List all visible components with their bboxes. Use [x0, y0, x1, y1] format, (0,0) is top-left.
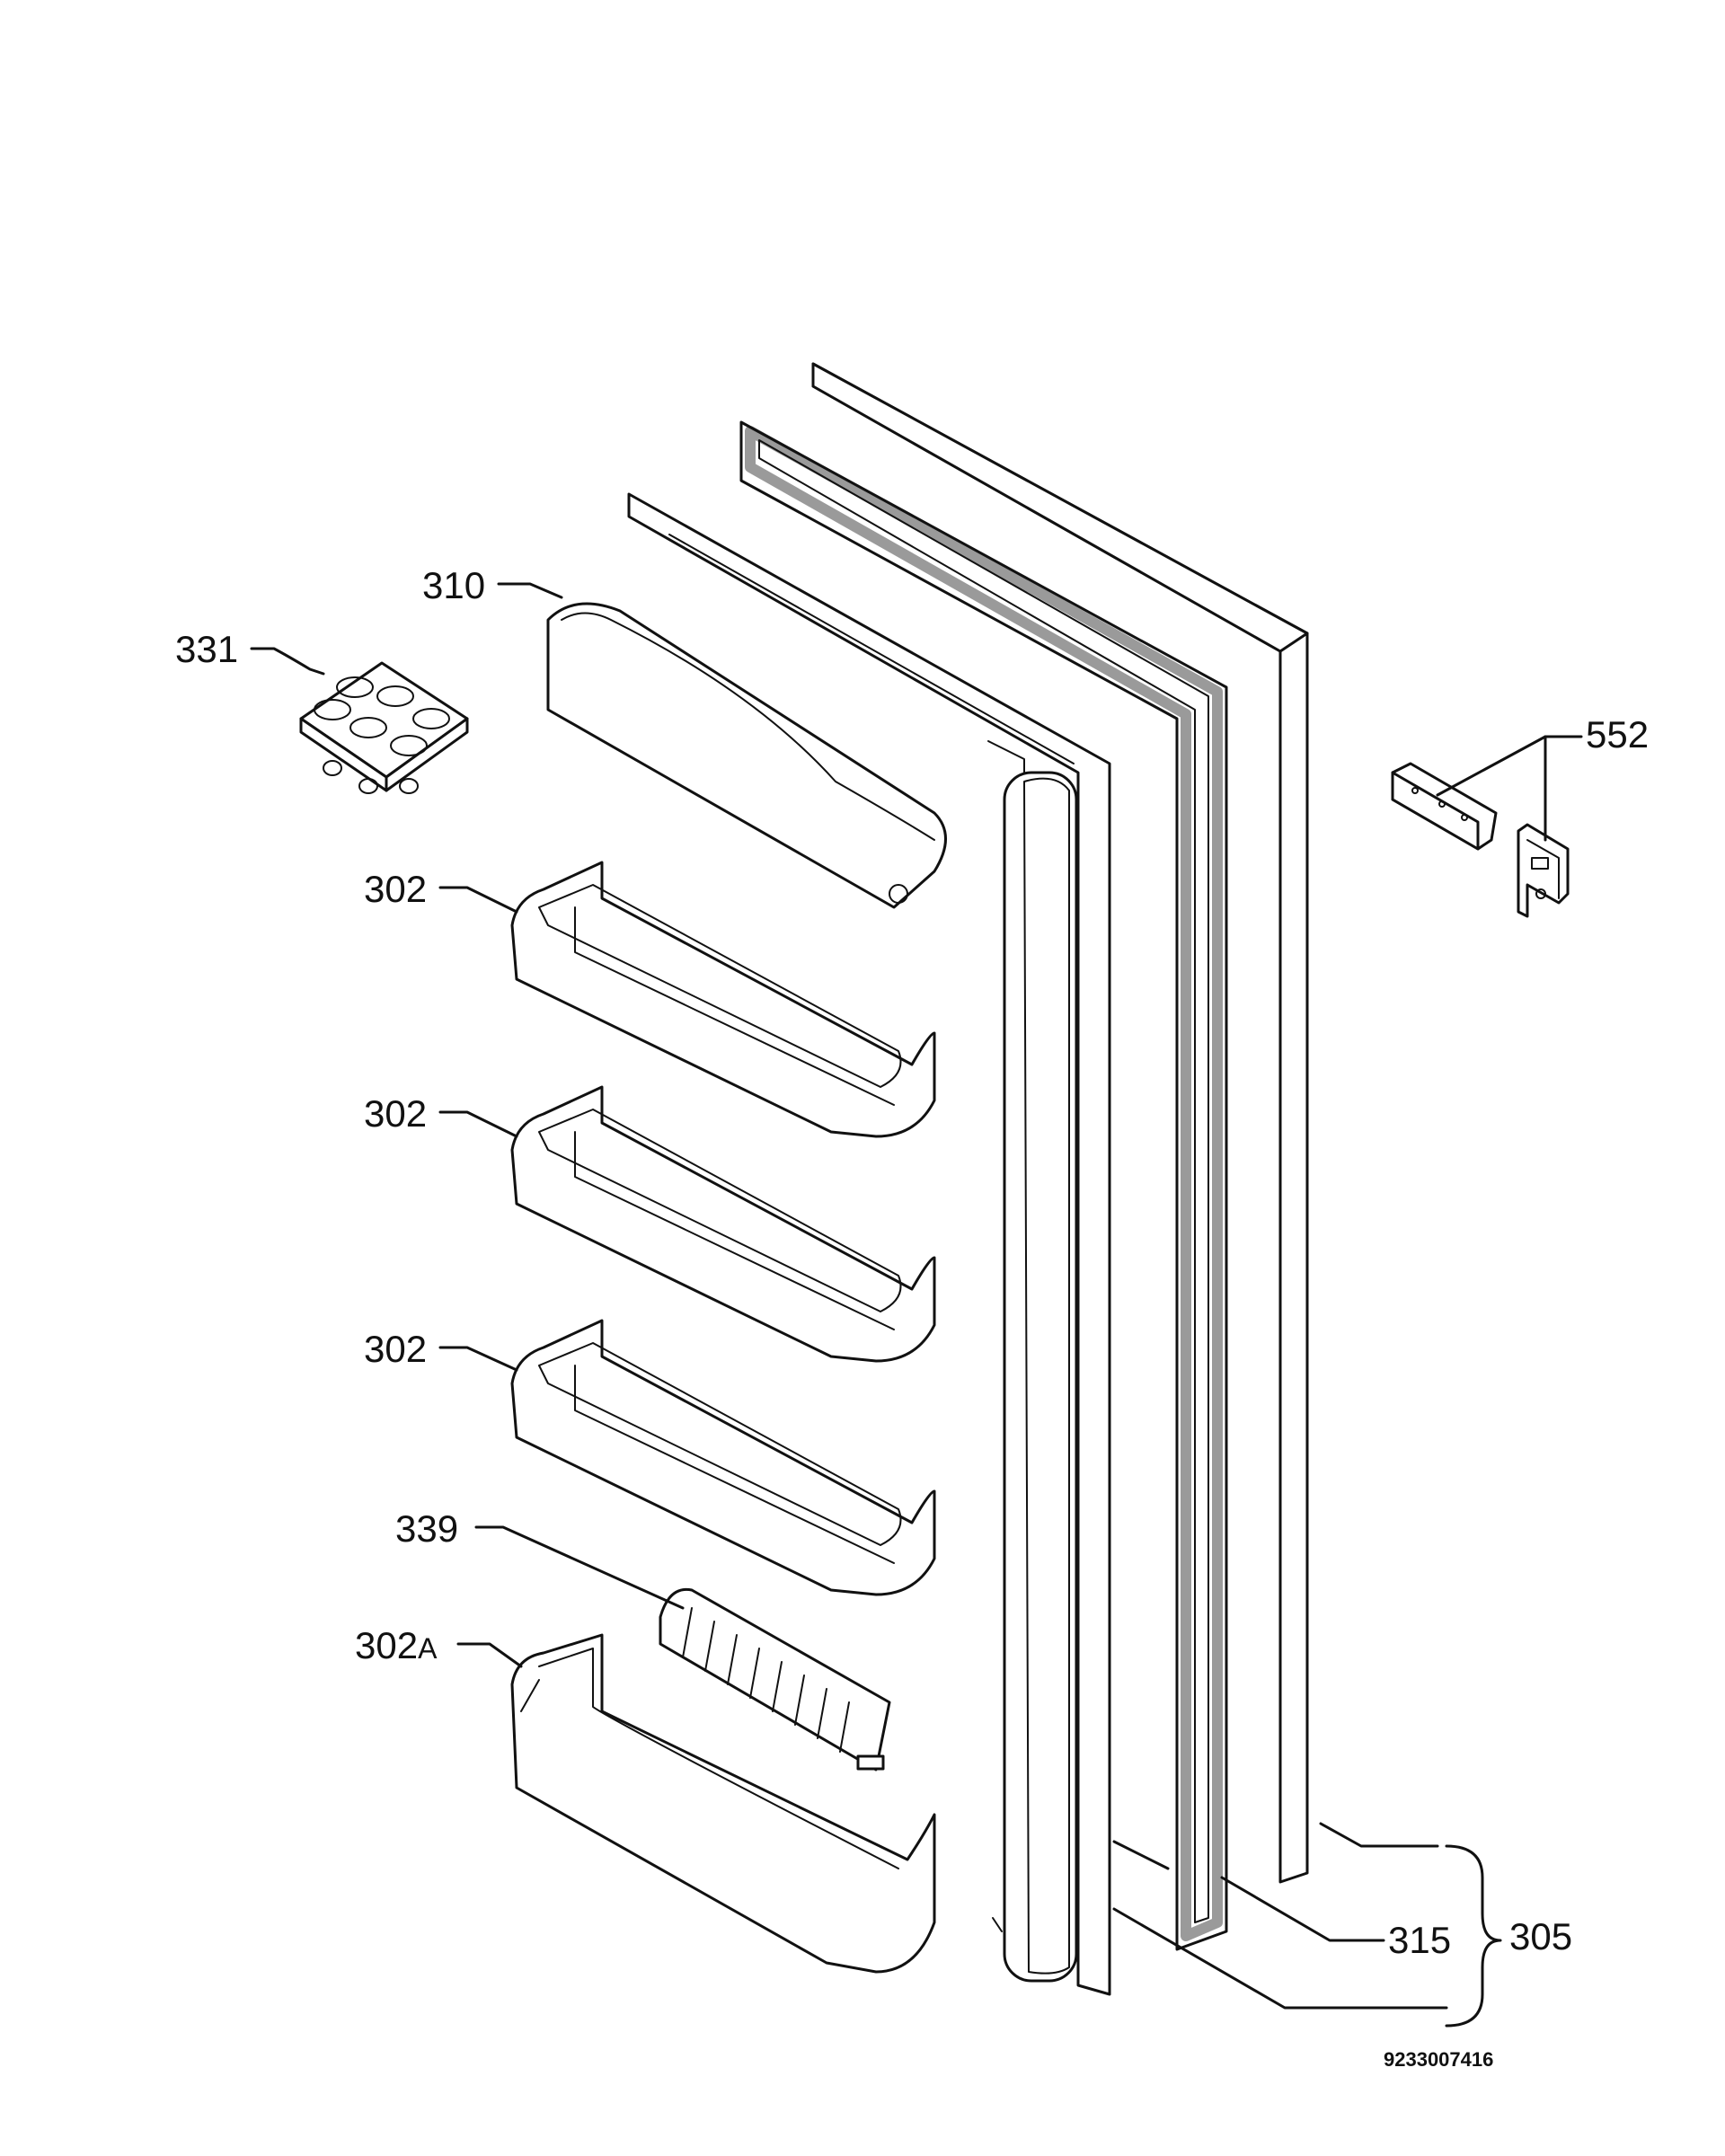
- door-gasket: [739, 420, 1228, 1951]
- door-inner-liner: [627, 492, 1111, 1996]
- label-302-second: 302: [364, 1092, 427, 1135]
- label-302A-suffix: A: [418, 1632, 438, 1665]
- label-305: 305: [1509, 1915, 1572, 1957]
- label-315: 315: [1388, 1919, 1451, 1961]
- label-302-third: 302: [364, 1328, 427, 1370]
- label-310: 310: [422, 564, 485, 606]
- label-331: 331: [175, 628, 238, 670]
- label-552: 552: [1586, 713, 1649, 755]
- drawing-number: 9233007416: [1384, 2048, 1493, 2071]
- door-bin-1: [510, 861, 936, 1138]
- door-bin-3: [510, 1319, 936, 1596]
- label-302A-number: 302: [355, 1624, 418, 1666]
- door-outer-panel: [811, 362, 1309, 1884]
- door-bin-large: [510, 1633, 936, 1974]
- leader-lines: [250, 582, 1583, 2028]
- door-bin-2: [510, 1085, 936, 1363]
- label-302-first: 302: [364, 868, 427, 910]
- dairy-compartment: [546, 602, 947, 909]
- label-302A: 302A: [355, 1624, 438, 1666]
- bottle-retainer: [659, 1587, 891, 1772]
- egg-tray: [299, 661, 469, 794]
- hinge-bracket-plate: [1391, 762, 1498, 851]
- label-339: 339: [395, 1507, 458, 1550]
- hinge-bracket-clip: [1517, 823, 1570, 918]
